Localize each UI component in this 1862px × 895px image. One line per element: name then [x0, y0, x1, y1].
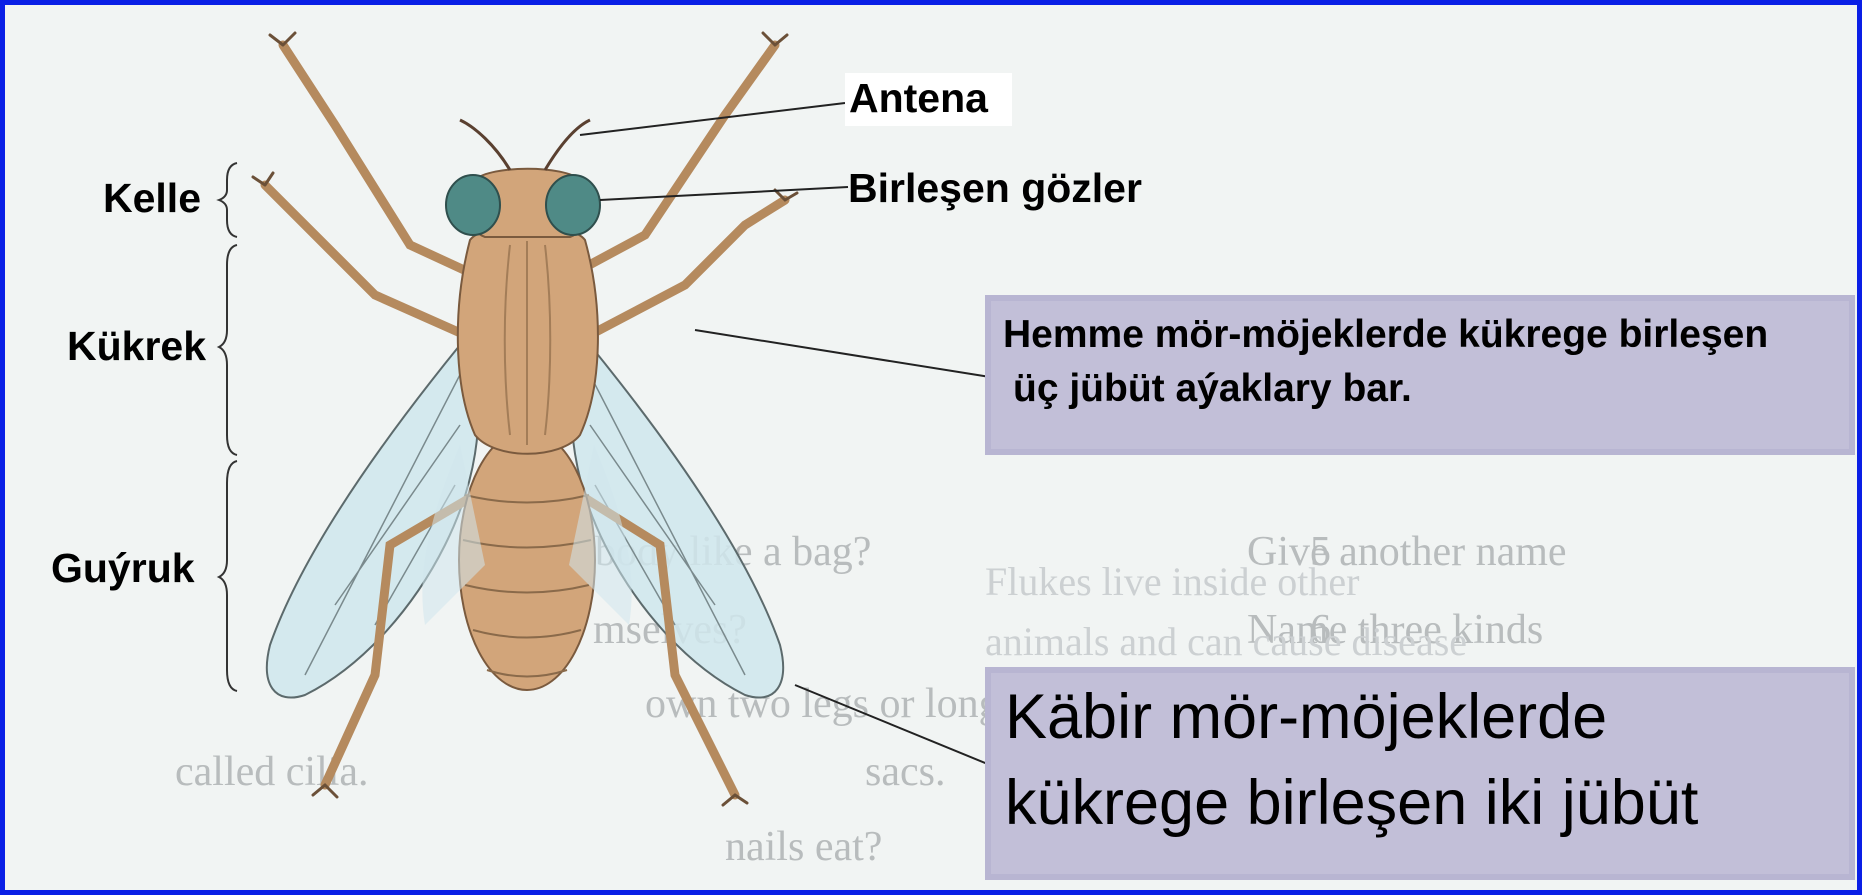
left-antenna	[460, 120, 510, 170]
brace-thorax	[219, 245, 237, 455]
right-antenna	[545, 120, 590, 170]
leader-legs	[695, 330, 990, 377]
front-right-leg	[580, 45, 775, 270]
note-wings-line-1: Käbir mör-möjeklerde	[1005, 681, 1607, 753]
leader-eyes	[600, 187, 848, 200]
label-head: Kelle	[103, 175, 201, 222]
note-wings: Käbir mör-möjeklerde kükrege birleşen ik…	[985, 667, 1855, 880]
label-thorax: Kükrek	[67, 323, 206, 370]
right-compound-eye	[546, 175, 600, 235]
brace-head	[219, 163, 237, 237]
label-abdomen: Guýruk	[51, 545, 195, 592]
label-compound-eyes: Birleşen gözler	[848, 165, 1142, 212]
brace-abdomen	[219, 461, 237, 691]
label-antenna: Antena	[845, 73, 1012, 126]
note-wings-line-2: kükrege birleşen iki jübüt	[1005, 767, 1698, 839]
front-left-leg	[283, 45, 475, 275]
note-legs-line-2: üç jübüt aýaklary bar.	[1013, 367, 1412, 411]
note-legs-line-1: Hemme mör-möjeklerde kükrege birleşen	[1003, 313, 1768, 357]
middle-right-leg	[590, 200, 785, 335]
body-part-braces	[219, 163, 237, 691]
leader-wings	[795, 685, 990, 765]
note-legs: Hemme mör-möjeklerde kükrege birleşen üç…	[985, 295, 1855, 455]
left-compound-eye	[446, 175, 500, 235]
